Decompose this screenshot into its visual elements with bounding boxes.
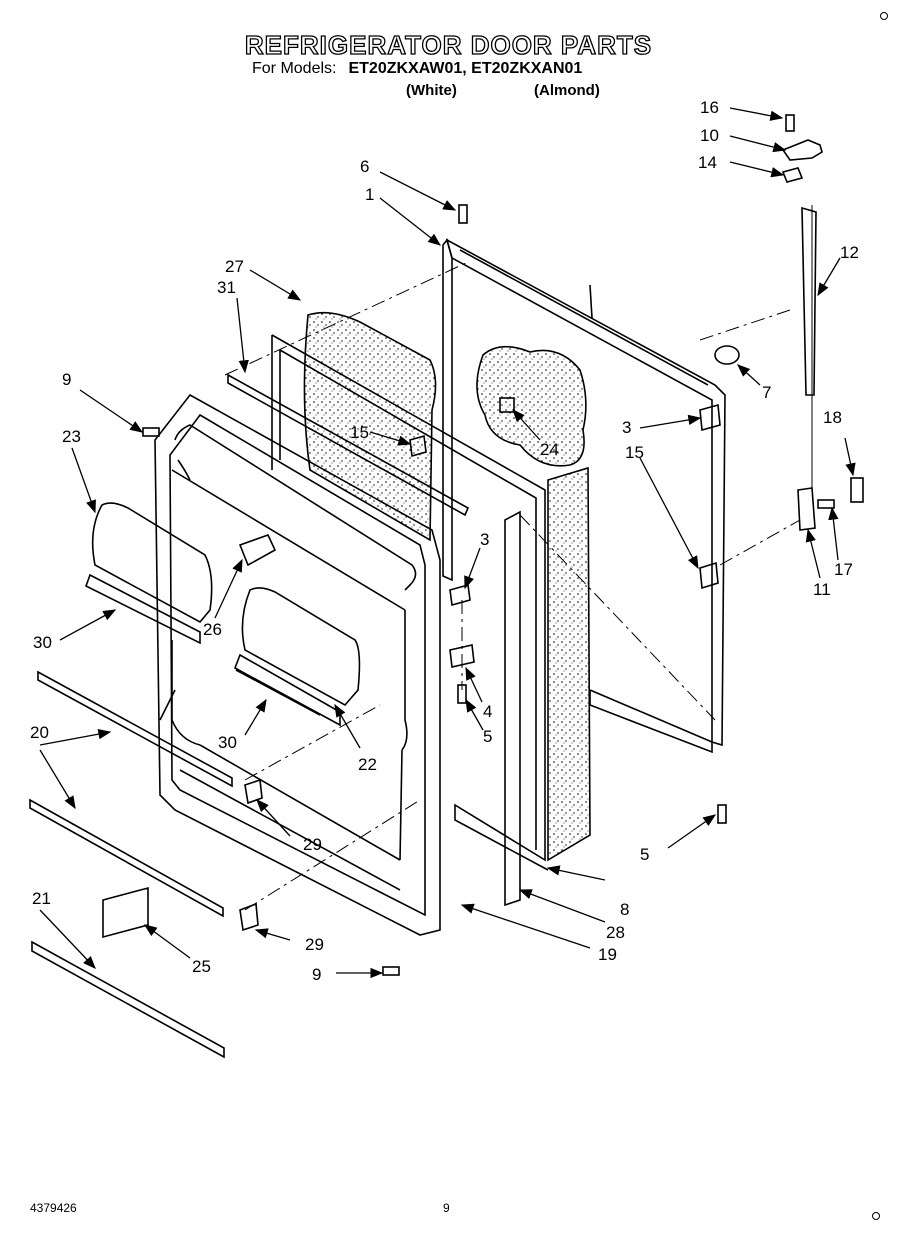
door-liner	[154, 393, 441, 936]
callout-16: 16	[700, 98, 719, 117]
bar-retainer-29a	[244, 778, 263, 805]
callout-12: 12	[840, 243, 859, 262]
callout-21: 21	[32, 889, 51, 908]
callout-11: 11	[813, 580, 831, 599]
hinge-screw-16	[785, 114, 795, 132]
label-25	[102, 886, 149, 939]
hinge-cover-12	[801, 206, 817, 396]
callout-29: 29	[303, 835, 322, 854]
callout-5: 5	[483, 727, 492, 746]
page-title: REFRIGERATOR DOOR PARTS	[244, 29, 653, 60]
callout-4: 4	[483, 702, 492, 721]
callout-27: 27	[225, 257, 244, 276]
hinge-block-15-left	[409, 434, 427, 458]
callout-10: 10	[700, 126, 719, 145]
clip-24	[499, 397, 515, 413]
callout-30-lower: 30	[218, 733, 237, 752]
callout-8: 8	[620, 900, 629, 919]
corner-mark-bottom	[872, 1212, 880, 1220]
hinge-top	[781, 139, 823, 161]
shelf-end-cap-26	[238, 534, 277, 567]
callout-19: 19	[598, 945, 617, 964]
callout-9: 9	[62, 370, 71, 389]
door-shelf-22	[234, 587, 361, 727]
hinge-bracket-3	[449, 583, 471, 607]
callout-17: 17	[834, 560, 853, 579]
callout-31: 31	[217, 278, 236, 297]
door-gasket	[271, 334, 549, 871]
callout-20: 20	[30, 723, 49, 742]
callout-5-lower: 5	[640, 845, 649, 864]
callout-6: 6	[360, 157, 369, 176]
callout-18: 18	[823, 408, 842, 427]
callout-26: 26	[203, 620, 222, 639]
door-bar-20b	[29, 798, 224, 918]
callout-3-lower: 3	[480, 530, 489, 549]
door-bar-20a	[37, 670, 233, 788]
callout-7: 7	[762, 383, 771, 402]
page-number: 9	[443, 1201, 450, 1215]
door-stop-7	[714, 345, 740, 365]
color-almond-label: (Almond)	[534, 82, 600, 99]
screw-9b	[382, 966, 400, 976]
callout-15: 15	[350, 423, 369, 442]
callout-30: 30	[33, 633, 52, 652]
callout-24: 24	[540, 440, 559, 459]
callout-22: 22	[358, 755, 377, 774]
callout-9-lower: 9	[312, 965, 321, 984]
color-white-label: (White)	[406, 82, 457, 99]
screw-9a	[142, 427, 160, 437]
hinge-plate-4	[449, 644, 475, 668]
screw-5	[717, 804, 727, 824]
corner-mark	[880, 12, 888, 20]
trim-strip-31	[227, 373, 470, 517]
door-bar-21	[31, 940, 225, 1059]
screw-6	[458, 204, 468, 224]
insulation-foam-27	[303, 311, 437, 542]
models-label: For Models:	[252, 60, 337, 77]
screw-17	[817, 499, 835, 509]
hinge-bottom-11	[797, 487, 816, 531]
callout-29-lower: 29	[305, 935, 324, 954]
document-number: 4379426	[30, 1201, 77, 1215]
outer-door-panel	[442, 238, 726, 754]
callout-labels: 16 10 14 6 1 12 27 31 7 9 23 15 24 3 15 …	[30, 98, 859, 984]
hinge-shim	[781, 167, 804, 183]
hinge-plug-18	[850, 477, 864, 503]
callout-1: 1	[365, 185, 374, 204]
door-shelf-23	[85, 502, 213, 645]
callout-25: 25	[192, 957, 211, 976]
hinge-block-3	[699, 403, 721, 432]
callout-23: 23	[62, 427, 81, 446]
breaker-strip	[504, 510, 521, 907]
callout-14: 14	[698, 153, 717, 172]
callout-28: 28	[606, 923, 625, 942]
insulation-foam-side	[547, 466, 591, 862]
hinge-block-15	[699, 561, 719, 590]
models-line: For Models: ET20ZKXAW01, ET20ZKXAN01	[252, 60, 582, 78]
callout-15-right: 15	[625, 443, 644, 462]
model-numbers: ET20ZKXAW01, ET20ZKXAN01	[348, 60, 583, 77]
callout-3: 3	[622, 418, 631, 437]
insulation-patch-rear	[476, 345, 587, 467]
